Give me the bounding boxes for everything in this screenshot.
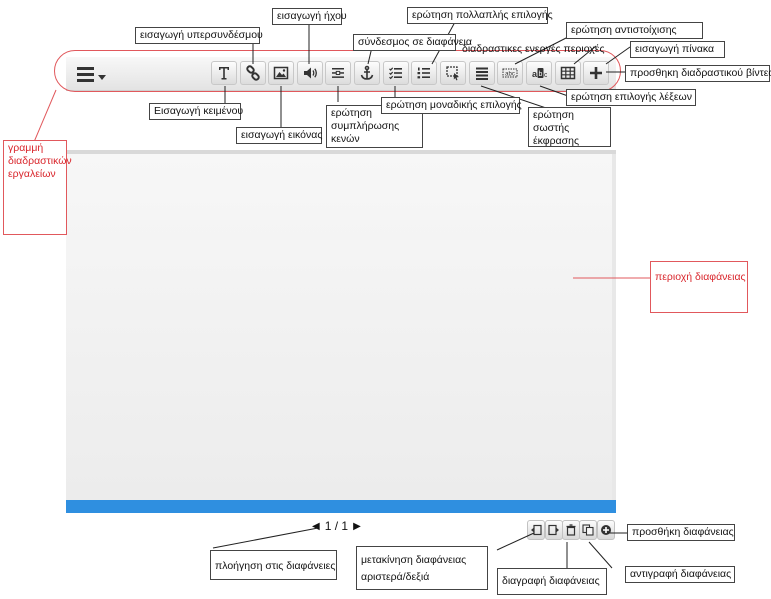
label-navigate: πλοήγηση στις διαφάνειες (210, 550, 337, 580)
pager-text: 1 / 1 (324, 519, 349, 533)
word-select-icon: abc (502, 68, 518, 78)
label-delete-slide: διαγραφή διαφάνειας (497, 568, 607, 595)
copy-icon (582, 524, 594, 536)
insert-link-button[interactable] (240, 61, 266, 85)
single-choice-button[interactable] (383, 61, 409, 85)
slide-area[interactable] (66, 154, 616, 500)
hamburger-dropdown-icon (77, 67, 106, 82)
label-table: εισαγωγή πίνακα (630, 41, 725, 58)
word-select-button[interactable]: abc (497, 61, 523, 85)
next-slide-icon[interactable]: ▶ (353, 520, 361, 532)
multiple-choice-button[interactable] (411, 61, 437, 85)
image-icon (273, 66, 289, 80)
label-video: προσθηκη διαδραστικού βίντεο (625, 65, 771, 82)
label-copy-slide: αντιγραφή διαφάνειας (625, 566, 735, 583)
move-slide-left-button[interactable] (527, 520, 545, 540)
label-toolbar-line: γραμμή διαδραστικών εργαλείων (3, 140, 72, 235)
slide-bottom-bar (66, 500, 616, 513)
label-audio: εισαγωγή ήχου (272, 8, 347, 25)
label-move-slide: μετακίνηση διαφάνειας αριστερά/δεξιά (356, 546, 488, 590)
insert-audio-button[interactable] (297, 61, 323, 85)
slide-link-button[interactable] (354, 61, 380, 85)
label-slide-link: σύνδεσμος σε διαφάνεια (353, 34, 472, 51)
hotspots-button[interactable] (440, 61, 466, 85)
add-interactive-video-button[interactable] (583, 61, 609, 85)
fill-blanks-button[interactable] (325, 61, 351, 85)
label-word-select: ερώτηση επιλογής λέξεων (566, 89, 696, 106)
move-left-icon (531, 524, 542, 536)
label-hyperlink: εισαγωγή υπερσυνδέσμου (135, 27, 263, 44)
audio-icon (304, 67, 317, 79)
fill-blanks-icon (332, 68, 344, 78)
numbered-list-icon (417, 67, 430, 79)
label-multiple-choice: ερώτηση πολλαπλής επιλογής (407, 7, 553, 24)
slide-top-strip (66, 150, 616, 154)
link-icon (246, 65, 260, 81)
insert-table-button[interactable] (555, 61, 581, 85)
plus-icon (590, 67, 602, 79)
list-icon (476, 67, 488, 80)
svg-text:c: c (544, 72, 547, 79)
hotspot-icon (446, 66, 459, 81)
insert-image-button[interactable] (268, 61, 294, 85)
anchor-icon (360, 65, 374, 80)
label-image: εισαγωγή εικόνας (236, 127, 322, 144)
table-icon (560, 66, 576, 80)
slide-pager: ◀ 1 / 1 ▶ (312, 519, 361, 533)
label-slide-area: περιοχή διαφάνειας (650, 261, 748, 313)
insert-text-button[interactable] (211, 61, 237, 85)
label-add-slide: προσθήκη διαφάνειας (627, 524, 735, 541)
prev-slide-icon[interactable]: ◀ (312, 520, 320, 532)
move-right-icon (548, 524, 559, 536)
delete-slide-button[interactable] (562, 520, 580, 540)
text-icon (219, 67, 229, 80)
correct-expression-button[interactable] (469, 61, 495, 85)
move-slide-right-button[interactable] (545, 520, 563, 540)
trash-icon (566, 524, 576, 536)
copy-slide-button[interactable] (579, 520, 597, 540)
add-circle-icon (601, 525, 611, 535)
label-matching: ερώτηση αντιστοίχισης (566, 22, 703, 39)
label-hotspots: διαδραστικες ενεργές περιοχές (462, 43, 605, 55)
svg-text:b: b (539, 71, 543, 78)
svg-text:abc: abc (505, 72, 515, 78)
svg-text:a: a (532, 69, 538, 79)
checklist-icon (389, 67, 402, 80)
add-slide-button[interactable] (597, 520, 615, 540)
label-correct-expression: ερώτηση σωστής έκφρασης (528, 107, 611, 147)
menu-button[interactable] (74, 61, 110, 87)
label-text: Εισαγωγή κειμένου (149, 103, 243, 120)
label-single-choice: ερώτηση μοναδικής επιλογής (381, 97, 522, 114)
